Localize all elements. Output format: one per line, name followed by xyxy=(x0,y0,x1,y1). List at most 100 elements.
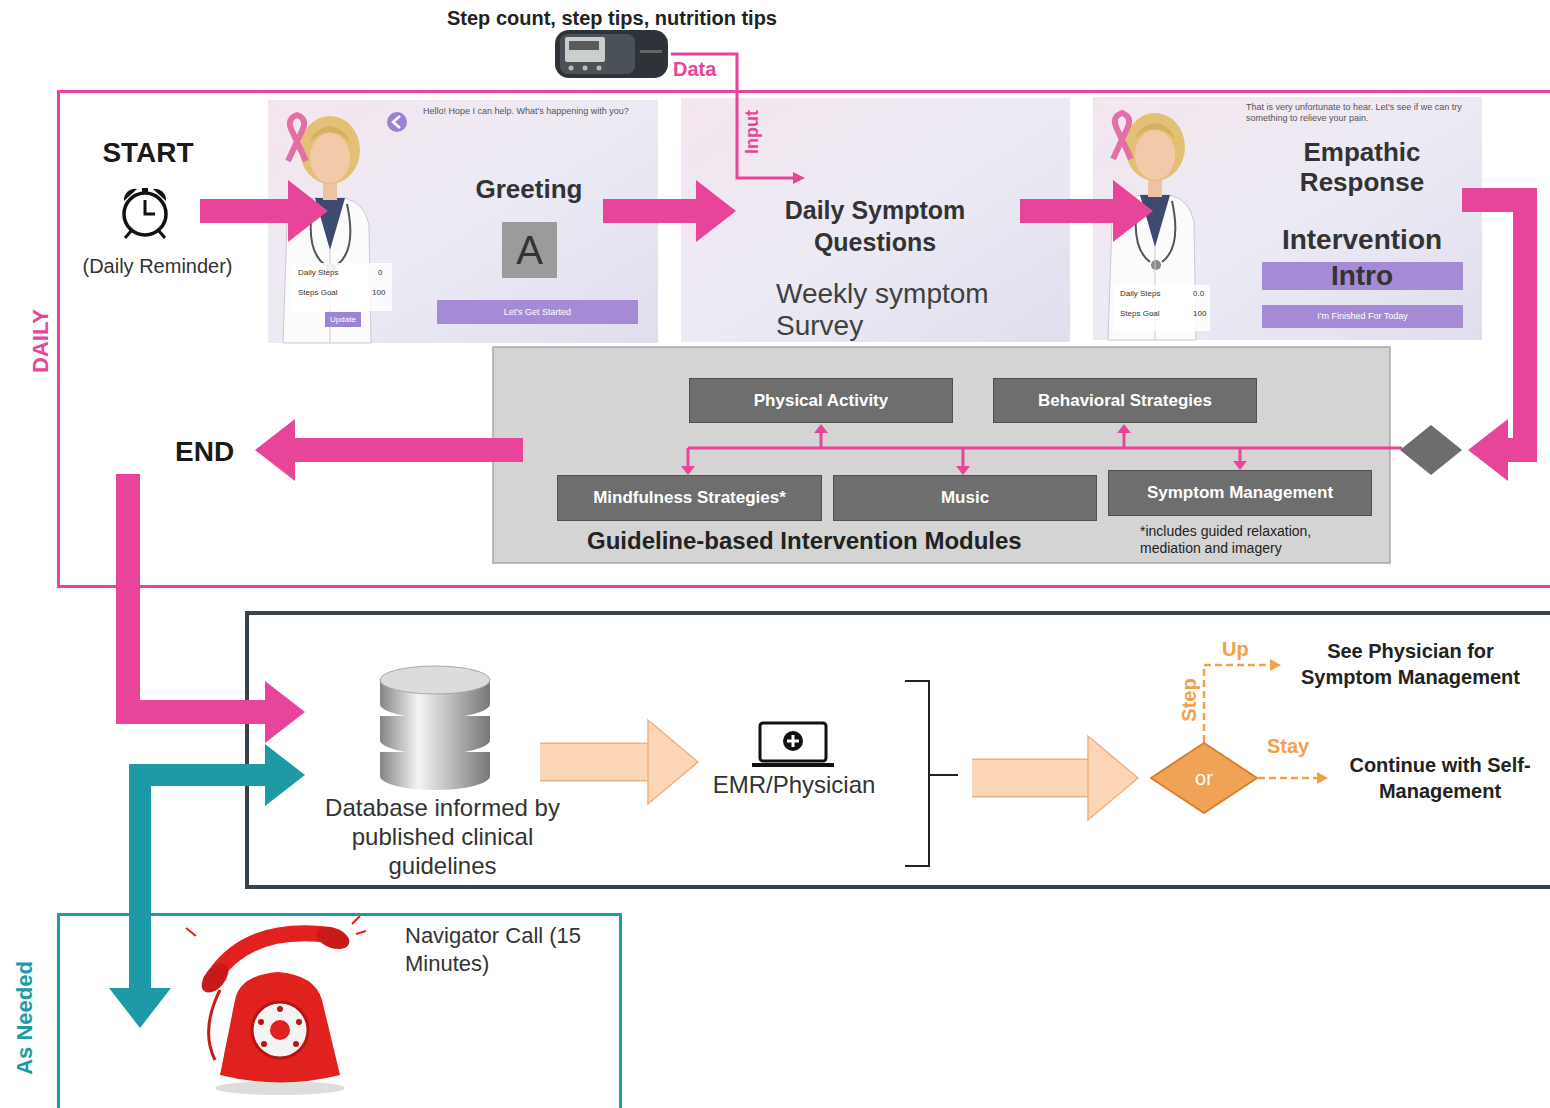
node-text: (Daily Reminder) xyxy=(65,255,250,278)
end-node: END xyxy=(110,432,250,474)
connector-line xyxy=(603,199,697,223)
branch-lines xyxy=(688,432,1402,466)
node-text: Weekly symptom Survey xyxy=(776,278,1036,342)
alarm-clock xyxy=(125,231,165,238)
text-holder: Symptom Management xyxy=(1147,483,1333,503)
node-text: Steps Goal xyxy=(298,288,338,297)
node-text: Daily Symptom Questions xyxy=(745,194,1005,258)
node-text: Physical Activity xyxy=(754,391,889,411)
pink-ribbon xyxy=(288,113,1131,161)
text-holder: That is very unfortunate to hear. Let's … xyxy=(1246,102,1474,124)
node-text: Daily Steps xyxy=(298,268,338,277)
module-box: Physical Activity xyxy=(689,378,953,423)
pedometer-device xyxy=(560,34,635,74)
connector-line xyxy=(540,744,649,780)
node-text: Music xyxy=(941,488,989,508)
navigator-box: As NeededNavigator Call (15 Minutes) xyxy=(57,913,622,1108)
node-text: Intervention Intro xyxy=(1262,222,1462,294)
telephone-icon xyxy=(277,1006,283,1012)
node-text: Update xyxy=(325,312,361,327)
telephone-icon xyxy=(252,1002,308,1058)
arrow-head xyxy=(265,744,305,806)
arrow-head xyxy=(109,988,171,1028)
screen-background xyxy=(268,100,658,343)
connector xyxy=(540,720,698,804)
module-box: Behavioral Strategies xyxy=(993,378,1257,423)
pink-ribbon xyxy=(288,115,306,161)
device-node: Step count, step tips, nutrition tips xyxy=(553,28,671,80)
outcome-node: See Physician for Symptom Management xyxy=(1293,636,1528,692)
connector-line xyxy=(1462,200,1525,450)
connector xyxy=(1020,180,1153,242)
physician-node: EMR/Physician xyxy=(698,718,890,806)
start-node: START (Daily Reminder) xyxy=(65,135,250,285)
telephone-icon xyxy=(261,1041,267,1047)
pedometer-device xyxy=(569,41,599,50)
connector xyxy=(109,744,305,1028)
arrow-head xyxy=(1113,180,1153,242)
arrow-head xyxy=(1270,659,1281,671)
node-text: Step count, step tips, nutrition tips xyxy=(447,7,777,30)
text-holder: Continue with Self-Management xyxy=(1345,752,1535,804)
laptop-icon xyxy=(752,723,834,765)
telephone-icon xyxy=(209,990,220,1060)
edge-label: Stay xyxy=(1267,735,1309,758)
step-panel xyxy=(292,263,1210,331)
daily-band: START(Daily Reminder)Hello! Hope I can h… xyxy=(57,90,1550,588)
screen-background xyxy=(268,97,1482,343)
branch-diamond xyxy=(1400,425,1462,475)
text-holder: Greeting xyxy=(429,174,629,205)
node-text: 0 xyxy=(378,268,382,277)
text-holder: I'm Finished For Today xyxy=(1262,305,1463,328)
bracket xyxy=(905,681,958,866)
connector xyxy=(603,180,736,242)
text-holder: Up xyxy=(1222,638,1249,661)
text-holder: As Needed xyxy=(12,961,38,1075)
back-button xyxy=(387,112,407,132)
telephone-icon xyxy=(270,1020,290,1040)
bracket xyxy=(905,681,958,866)
text-holder: 100 xyxy=(1193,309,1206,318)
telephone-icon xyxy=(215,1081,345,1095)
arrow-head xyxy=(648,720,698,804)
screen-background xyxy=(1093,97,1482,340)
alarm-clock xyxy=(124,188,166,238)
app-screen: That is very unfortunate to hear. Let's … xyxy=(1093,97,1482,340)
branch-lines xyxy=(956,466,970,475)
node-text: Greeting xyxy=(429,174,629,205)
text-holder: Update xyxy=(325,312,361,327)
telephone-icon xyxy=(293,1041,299,1047)
node-text: Daily Steps xyxy=(1120,289,1160,298)
node-text: 100 xyxy=(372,288,385,297)
node-text: Symptom Management xyxy=(1147,483,1333,503)
branch-lines xyxy=(1117,424,1131,433)
connector xyxy=(972,736,1138,820)
back-button xyxy=(393,116,400,128)
edge-label: Up xyxy=(1222,638,1249,661)
text-holder: Daily Symptom Questions xyxy=(745,194,1005,258)
database-icon xyxy=(380,716,490,754)
connector-line xyxy=(1020,199,1114,223)
database-icon xyxy=(380,666,490,694)
node-text: Navigator Call (15 Minutes) xyxy=(405,922,585,978)
text-holder: Stay xyxy=(1267,735,1309,758)
node-text: 100 xyxy=(1193,309,1206,318)
node-text: EMR/Physician xyxy=(698,771,890,799)
connector xyxy=(200,180,328,242)
step-panel xyxy=(292,263,392,311)
alarm-clock xyxy=(124,193,166,235)
node-text: Guideline-based Intervention Modules xyxy=(587,527,1022,555)
text-holder: Data xyxy=(673,58,716,81)
pedometer-device xyxy=(569,66,574,71)
back-button xyxy=(387,112,407,132)
connector-line xyxy=(1258,777,1318,780)
node-text: A xyxy=(502,222,557,278)
connector-line xyxy=(1204,665,1271,742)
text-holder: START xyxy=(65,137,231,169)
text-holder: *includes guided relaxation, mediation a… xyxy=(1140,523,1345,557)
connector-line xyxy=(972,760,1089,796)
telephone-icon xyxy=(296,1019,302,1025)
text-holder: or xyxy=(1195,767,1213,790)
text-holder: Navigator Call (15 Minutes) xyxy=(405,922,585,978)
node-text: Mindfulness Strategies* xyxy=(593,488,786,508)
